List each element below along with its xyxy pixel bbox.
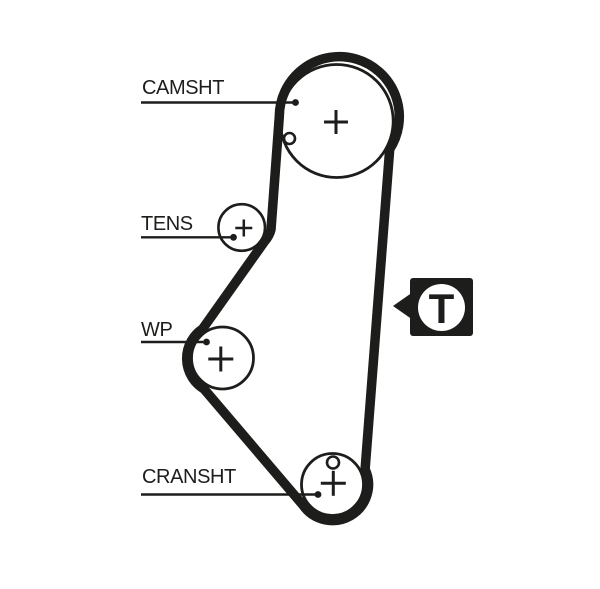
- crankshaft-pointer-dot: [314, 491, 322, 498]
- timing-belt-path: [181, 51, 404, 526]
- tensioner-label: TENS: [141, 213, 193, 235]
- camshaft-label: CAMSHT: [142, 77, 225, 99]
- crankshaft-timing-mark-circle: [325, 455, 341, 470]
- tension-marker: T: [393, 277, 475, 339]
- tensioner-center-cross: [235, 219, 253, 237]
- crankshaft-label: CRANSHT: [142, 466, 236, 488]
- tension-marker-letter: T: [428, 284, 455, 332]
- water-pump-center-cross: [208, 346, 234, 372]
- tensioner-pulley-circle: [217, 202, 267, 253]
- water-pump-label: WP: [141, 319, 173, 341]
- tensioner-pointer-dot: [230, 233, 237, 241]
- tension-marker-arrow-icon: [393, 291, 413, 320]
- water-pump-pulley-circle: [190, 325, 255, 391]
- crankshaft-center-cross: [320, 470, 346, 496]
- water-pump-pointer-dot: [203, 338, 210, 346]
- camshaft-timing-mark-circle: [282, 131, 297, 146]
- camshaft-pointer-dot: [292, 99, 299, 106]
- crankshaft-pulley-circle: [300, 452, 365, 517]
- camshaft-center-cross: [324, 110, 348, 134]
- tension-marker-circle: T: [418, 284, 465, 331]
